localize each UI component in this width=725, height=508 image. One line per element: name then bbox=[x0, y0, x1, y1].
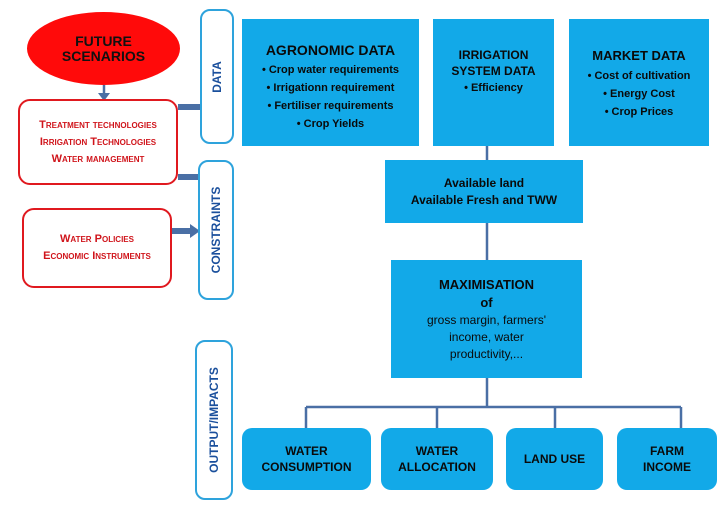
market-item: Energy Cost bbox=[569, 85, 709, 103]
constraints-label-text: CONSTRAINTS bbox=[209, 186, 223, 274]
output-land-use: LAND USE bbox=[506, 428, 603, 490]
future-scenarios-line1: FUTURE bbox=[75, 32, 132, 49]
irrigation-title-line2: SYSTEM DATA bbox=[451, 64, 536, 78]
agronomic-item: Crop Yields bbox=[242, 115, 419, 133]
scenario-item-irrigation: Irrigation Technologies bbox=[39, 135, 157, 148]
maximisation-title: MAXIMISATION bbox=[438, 277, 535, 292]
available-land-text: Available land bbox=[443, 175, 525, 190]
market-data-title: MARKET DATA bbox=[592, 48, 686, 63]
market-item: Crop Prices bbox=[569, 103, 709, 121]
constraints-label: CONSTRAINTS bbox=[198, 160, 234, 300]
output-impacts-label-text: OUTPUT/IMPACTS bbox=[207, 367, 221, 473]
output-line: CONSUMPTION bbox=[261, 460, 352, 474]
scenario-item-water-policies: Water Policies bbox=[60, 233, 134, 245]
output-water-allocation: WATER ALLOCATION bbox=[381, 428, 493, 490]
scenario-item-treatment: Treatment technologies bbox=[39, 118, 157, 131]
output-line: WATER bbox=[415, 444, 459, 458]
output-impacts-label: OUTPUT/IMPACTS bbox=[195, 340, 233, 500]
agronomic-item: Irrigationn requirement bbox=[242, 79, 419, 97]
irrigation-system-data-box: IRRIGATION SYSTEM DATA Efficiency bbox=[433, 19, 554, 146]
market-item: Cost of cultivation bbox=[569, 67, 709, 85]
agronomic-item: Fertiliser requirements bbox=[242, 97, 419, 115]
future-scenarios-ellipse: FUTURE SCENARIOS bbox=[27, 12, 180, 85]
scenario-item-economic-instruments: Economic Instruments bbox=[43, 250, 151, 262]
maximisation-box: MAXIMISATION of gross margin, farmers' i… bbox=[391, 260, 582, 378]
data-label-text: DATA bbox=[210, 60, 224, 93]
maximisation-objective-line: income, water bbox=[449, 330, 524, 344]
output-line: ALLOCATION bbox=[398, 460, 476, 474]
output-line: WATER bbox=[285, 444, 328, 458]
market-data-box: MARKET DATA Cost of cultivation Energy C… bbox=[569, 19, 709, 146]
agronomic-data-box: AGRONOMIC DATA Crop water requirements I… bbox=[242, 19, 419, 146]
market-data-list: Cost of cultivation Energy Cost Crop Pri… bbox=[569, 67, 709, 121]
output-farm-income: FARM INCOME bbox=[617, 428, 717, 490]
irrigation-data-list: Efficiency bbox=[433, 79, 554, 97]
agronomic-item: Crop water requirements bbox=[242, 61, 419, 79]
scenario-box-policies: Water Policies Economic Instruments bbox=[22, 208, 172, 288]
available-resources-box: Available land Available Fresh and TWW bbox=[385, 160, 583, 223]
irrigation-item: Efficiency bbox=[433, 79, 554, 97]
agronomic-data-title: AGRONOMIC DATA bbox=[265, 42, 396, 58]
agronomic-data-list: Crop water requirements Irrigationn requ… bbox=[242, 61, 419, 133]
available-water-text: Available Fresh and TWW bbox=[410, 192, 558, 207]
output-line: LAND USE bbox=[523, 452, 586, 466]
irrigation-title-line1: IRRIGATION bbox=[458, 48, 529, 62]
output-line: FARM bbox=[650, 444, 684, 458]
maximisation-of: of bbox=[480, 295, 493, 310]
data-label: DATA bbox=[200, 9, 234, 144]
maximisation-objective-line: productivity,... bbox=[449, 347, 524, 361]
output-water-consumption: WATER CONSUMPTION bbox=[242, 428, 371, 490]
scenario-item-water-management: Water management bbox=[51, 152, 145, 165]
scenario-box-technologies: Treatment technologies Irrigation Techno… bbox=[18, 99, 178, 185]
maximisation-objective-line: gross margin, farmers' bbox=[427, 313, 546, 327]
future-scenarios-line2: SCENARIOS bbox=[61, 47, 146, 64]
output-line: INCOME bbox=[643, 460, 691, 474]
